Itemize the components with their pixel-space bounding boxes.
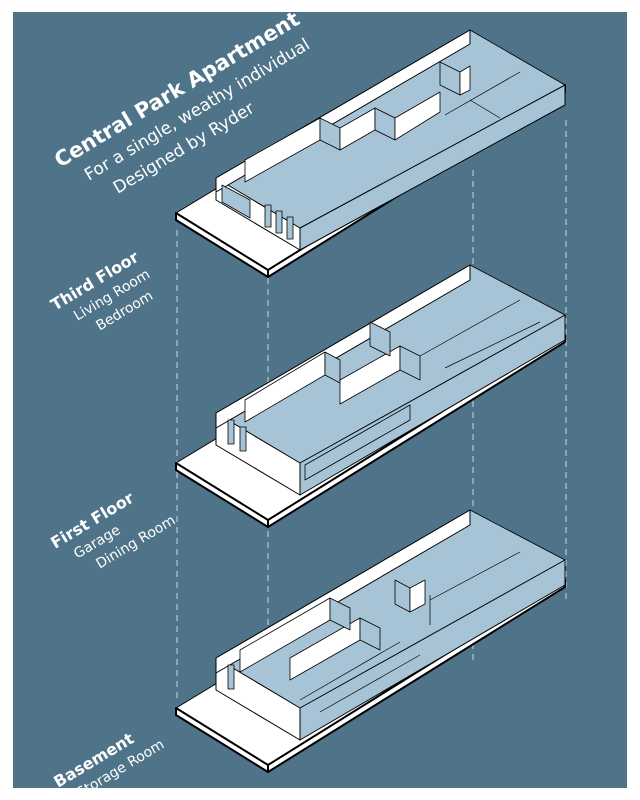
exterior-wall-right bbox=[299, 84, 566, 251]
storage-wall-4 bbox=[359, 617, 381, 651]
partition-5 bbox=[399, 345, 421, 381]
first-floor-model bbox=[175, 264, 566, 528]
basement-model bbox=[175, 509, 566, 773]
storage-wall-3 bbox=[329, 597, 351, 631]
facade-window bbox=[221, 184, 251, 219]
partition-4 bbox=[369, 321, 391, 357]
partition-4 bbox=[394, 91, 441, 141]
third-floor-model bbox=[175, 29, 566, 278]
partition-6 bbox=[459, 65, 471, 96]
storage-wall-6 bbox=[409, 579, 426, 613]
exterior-wall-right bbox=[299, 314, 566, 496]
ribbon-window bbox=[304, 404, 411, 481]
exterior-wall-right bbox=[299, 559, 566, 741]
